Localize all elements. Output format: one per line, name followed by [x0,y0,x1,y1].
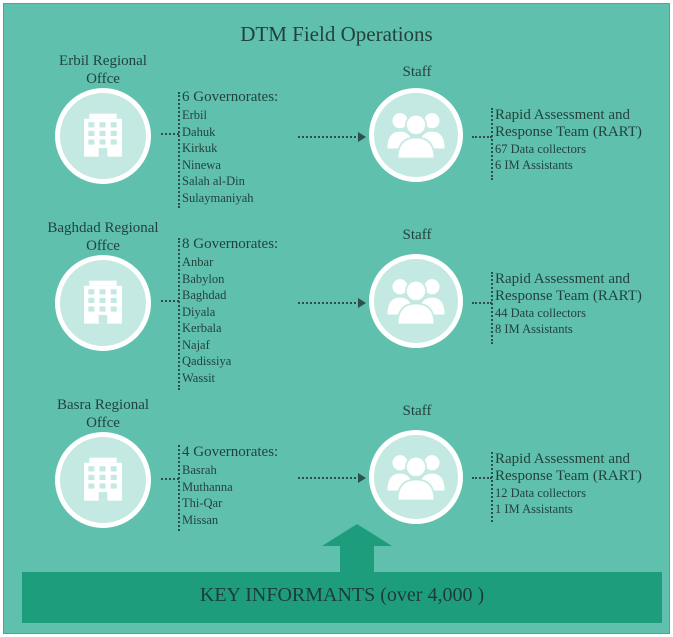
governorate-item: Babylon [182,271,225,286]
governorates-list: 6 Governorates: Erbil Dahuk Kirkuk Ninew… [182,88,278,206]
governorate-item: Dahuk [182,124,216,139]
governorate-item: Salah al-Din [182,174,245,188]
governorate-item: Anbar [182,255,214,269]
governorate-item: Thi-Qar [182,496,223,510]
governorate-item: Ninewa [182,157,221,172]
governorates-header: 8 Governorates: [182,236,279,252]
team-name: Response Team (RART) [495,468,642,484]
governorates-header: 6 Governorates: [182,89,279,105]
arrow-icon [298,298,366,308]
team-name: Response Team (RART) [495,124,642,140]
governorate-item: Baghdad [182,288,227,302]
governorate-item: Muthanna [182,479,233,494]
governorate-item: Kirkuk [182,141,218,155]
office-building-icon [55,255,151,351]
connector [161,478,179,480]
governorate-item: Sulaymaniyah [182,190,254,205]
arrow-icon [298,473,366,483]
diagram-title: DTM Field Operations [240,22,433,46]
team-name: Response Team (RART) [495,288,642,304]
im-assistants: 1 IM Assistants [495,502,573,516]
governorates-bracket [178,92,180,208]
connector [161,300,179,302]
rart-block: Rapid Assessment and Response Team (RART… [495,107,642,173]
governorate-item: Erbil [182,108,207,122]
governorate-item: Missan [182,512,219,527]
governorate-item: Diyala [182,304,216,319]
governorate-item: Qadissiya [182,354,232,368]
governorate-item: Basrah [182,463,217,477]
governorates-header: 4 Governorates: [182,444,279,460]
im-assistants: 6 IM Assistants [495,158,573,172]
data-collectors: 44 Data collectors [495,306,586,320]
staff-label: Staff [402,227,432,243]
office-name: Baghdad Regional Offce [47,220,159,254]
key-informants-bar: KEY INFORMANTS (over 4,000 ) [22,572,662,623]
staff-label: Staff [402,64,432,80]
rart-block: Rapid Assessment and Response Team (RART… [495,271,642,337]
staff-group-icon [369,430,463,524]
connector [161,133,179,135]
governorates-list: 8 Governorates: Anbar Babylon Baghdad Di… [182,235,278,386]
data-collectors: 12 Data collectors [495,486,586,500]
rart-block: Rapid Assessment and Response Team (RART… [495,451,642,517]
governorate-item: Najaf [182,337,210,352]
up-arrow-shaft [340,546,374,572]
up-arrow-icon [322,524,392,546]
staff-group-icon [369,254,463,348]
team-bracket [491,272,493,344]
team-name: Rapid Assessment and [495,451,630,467]
connector [472,302,492,304]
team-name: Rapid Assessment and [495,107,630,123]
data-collectors: 67 Data collectors [495,142,586,156]
governorates-bracket [178,238,180,390]
office-name: Basra Regional Offce [56,397,150,431]
connector [472,136,492,138]
staff-label: Staff [402,403,432,419]
governorate-item: Wassit [182,370,216,385]
governorates-list: 4 Governorates: Basrah Muthanna Thi-Qar … [182,443,278,528]
team-bracket [491,108,493,180]
governorate-item: Kerbala [182,321,222,335]
team-name: Rapid Assessment and [495,271,630,287]
staff-group-icon [369,88,463,182]
team-bracket [491,452,493,522]
arrow-icon [298,132,366,142]
office-building-icon [55,88,151,184]
governorates-bracket [178,445,180,531]
connector [472,477,492,479]
office-building-icon [55,432,151,528]
key-informants-label: KEY INFORMANTS (over 4,000 ) [199,584,485,606]
office-name: Erbil Regional Offce [59,53,147,87]
im-assistants: 8 IM Assistants [495,322,573,336]
